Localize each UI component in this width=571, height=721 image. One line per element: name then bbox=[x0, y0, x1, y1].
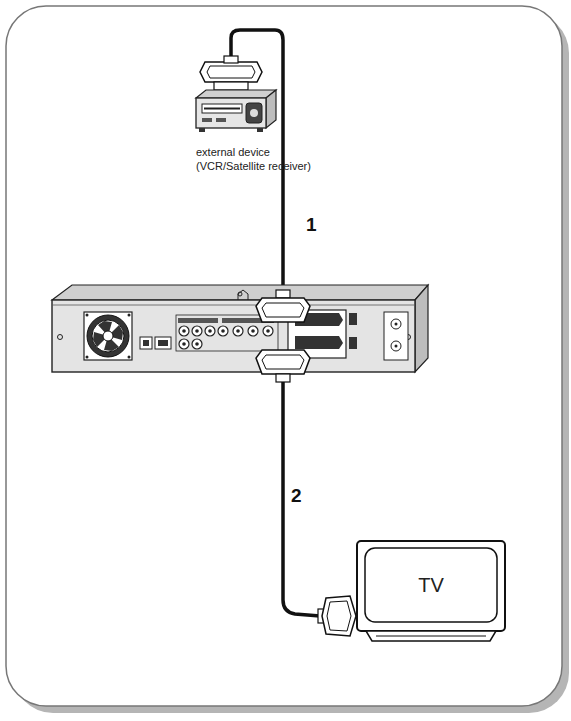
tv-label: TV bbox=[418, 574, 444, 597]
tv-label-wrap: TV bbox=[356, 548, 506, 622]
scart-plug bbox=[200, 56, 262, 90]
scart-plug bbox=[256, 350, 310, 382]
dvd-recorder bbox=[52, 285, 428, 372]
callout-number: 2 bbox=[291, 485, 302, 507]
tv-set: TV bbox=[356, 540, 506, 644]
device-label: external device (VCR/Satellite receiver) bbox=[190, 146, 330, 174]
scart-plug bbox=[256, 290, 310, 322]
external-device: external device (VCR/Satellite receiver) bbox=[190, 86, 330, 174]
callout-number: 1 bbox=[306, 214, 317, 236]
scart-plug bbox=[318, 596, 356, 636]
panel bbox=[6, 6, 562, 706]
scart-cable bbox=[283, 382, 320, 616]
vcr-illustration bbox=[190, 86, 280, 150]
